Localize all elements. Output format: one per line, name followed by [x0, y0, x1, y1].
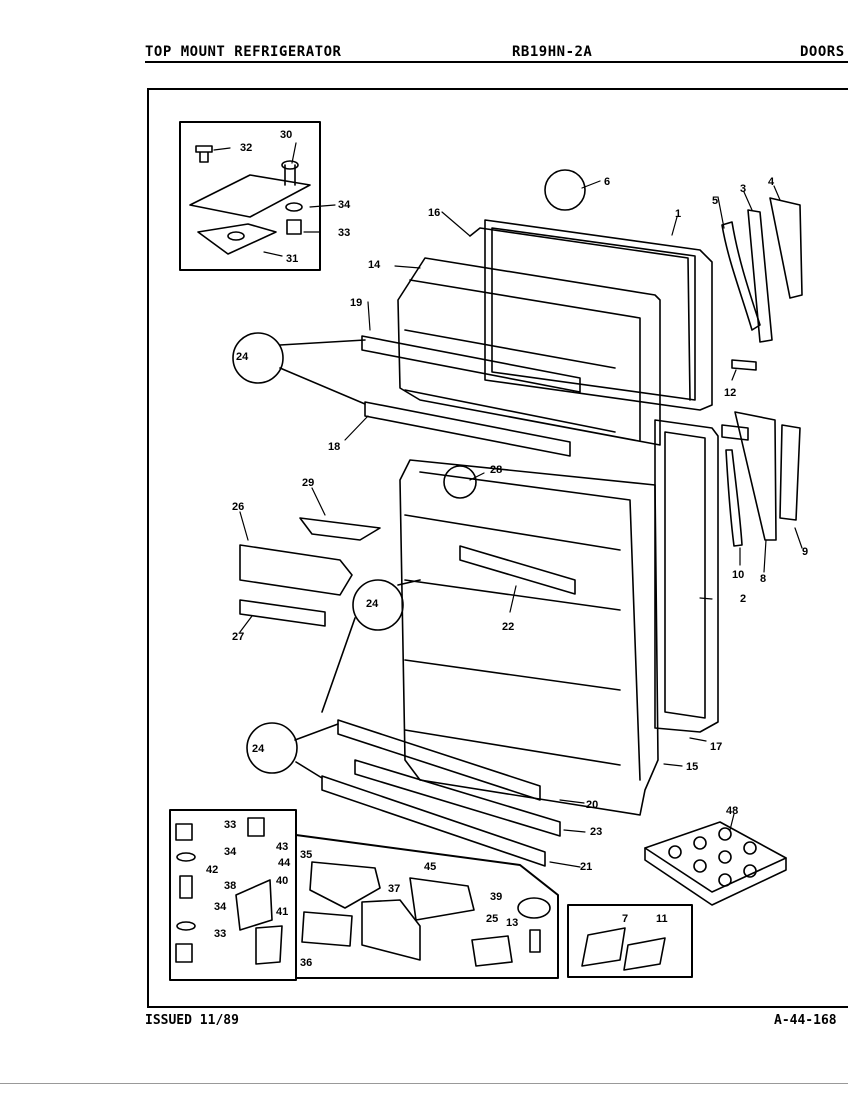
- callout-22: 22: [502, 621, 514, 633]
- callout-26: 26: [232, 501, 244, 513]
- callout-16: 16: [428, 207, 440, 219]
- callout-23: 23: [590, 826, 602, 838]
- callout-4: 4: [768, 176, 775, 188]
- callout-45: 45: [424, 861, 436, 873]
- callout-14: 14: [368, 259, 381, 271]
- section-name: DOORS: [800, 44, 845, 60]
- callout-3: 3: [740, 183, 746, 195]
- dairy-compartment: [239, 517, 381, 627]
- callout-34: 34: [338, 199, 351, 211]
- callout-11: 11: [656, 913, 668, 925]
- callout-33c: 33: [214, 928, 226, 940]
- callout-labels: 30 32 34 33 31 6 1 16 14 19 24 18 28 29 …: [206, 129, 808, 969]
- callout-15: 15: [686, 761, 698, 773]
- fresh-food-shelf-rails: [321, 545, 576, 867]
- small-parts-box: [567, 904, 693, 978]
- model-number: RB19HN-2A: [512, 44, 593, 60]
- callout-30: 30: [280, 129, 292, 141]
- callout-48: 48: [726, 805, 738, 817]
- callout-33b: 33: [224, 819, 236, 831]
- callout-9: 9: [802, 546, 808, 558]
- freezer-shelf-bars: [361, 335, 581, 457]
- callout-7: 7: [622, 913, 628, 925]
- callout-21: 21: [580, 861, 592, 873]
- hinge-parts-panel: [295, 834, 559, 979]
- callout-8: 8: [760, 573, 766, 585]
- fresh-food-door-liner: [399, 459, 659, 816]
- callout-5: 5: [712, 195, 718, 207]
- callout-43: 43: [276, 841, 288, 853]
- leader-lines: [213, 142, 803, 868]
- callout-19: 19: [350, 297, 362, 309]
- freezer-door-liner: [397, 257, 661, 446]
- side-hinges: [721, 197, 803, 547]
- callout-34b: 34: [224, 846, 237, 858]
- callout-28: 28: [490, 464, 502, 476]
- callout-31: 31: [286, 253, 298, 265]
- callout-35: 35: [300, 849, 312, 861]
- callout-20: 20: [586, 799, 598, 811]
- freezer-door-outer: [469, 219, 713, 411]
- callout-37: 37: [388, 883, 400, 895]
- callout-39: 39: [490, 891, 502, 903]
- callout-13: 13: [506, 917, 518, 929]
- callout-29: 29: [302, 477, 314, 489]
- callout-33: 33: [338, 227, 350, 239]
- ice-tray: [644, 821, 787, 906]
- page-bottom-rule: [0, 1083, 848, 1084]
- callout-44: 44: [278, 857, 291, 869]
- diagram-frame: [147, 88, 848, 1008]
- callout-6: 6: [604, 176, 610, 188]
- detail-circles: [232, 169, 586, 779]
- callout-18: 18: [328, 441, 340, 453]
- fresh-food-door-outer: [654, 419, 719, 733]
- page-title: TOP MOUNT REFRIGERATOR: [145, 44, 342, 60]
- callout-10: 10: [732, 569, 744, 581]
- callout-42: 42: [206, 864, 218, 876]
- issued-date: ISSUED 11/89: [145, 1013, 239, 1028]
- callout-34c: 34: [214, 901, 227, 913]
- callout-2: 2: [740, 593, 746, 605]
- callout-40: 40: [276, 875, 288, 887]
- bottom-hinge-inset: [169, 809, 297, 981]
- top-hinge-inset: [179, 121, 321, 271]
- callout-25: 25: [486, 913, 498, 925]
- callout-38: 38: [224, 880, 236, 892]
- callout-1: 1: [675, 208, 681, 220]
- callout-12: 12: [724, 387, 736, 399]
- callout-41: 41: [276, 906, 288, 918]
- callout-27: 27: [232, 631, 244, 643]
- callout-17: 17: [710, 741, 722, 753]
- callout-24: 24: [236, 351, 249, 363]
- document-number: A-44-168: [774, 1013, 837, 1028]
- callout-32: 32: [240, 142, 252, 154]
- callout-36: 36: [300, 957, 312, 969]
- callout-24b: 24: [366, 598, 379, 610]
- callout-24c: 24: [252, 743, 265, 755]
- header-rule: [145, 61, 848, 63]
